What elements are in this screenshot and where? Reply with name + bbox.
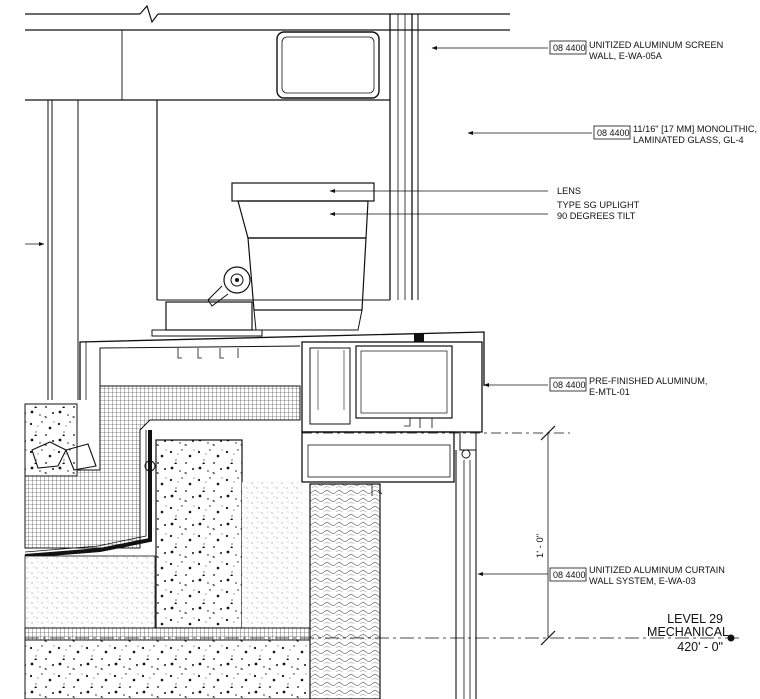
leaders [329,46,592,576]
masonry-section [24,385,383,699]
sill-coping [79,331,485,483]
level-tag: LEVEL 29 MECHANICAL 420' - 0" [647,612,729,654]
note-line: TYPE SG UPLIGHT [557,200,640,210]
spec-tag: 08 4400 [553,570,586,580]
level-sub: MECHANICAL [647,625,729,639]
dimension-1ft [540,425,556,646]
uplight-fixture [151,182,375,337]
annotation-glass: 08 4400 11/16" [17 MM] MONOLITHIC, LAMIN… [593,124,757,145]
spec-tag: 08 4400 [553,43,586,53]
spec-tag: 08 4400 [553,380,586,390]
screen-wall [25,4,510,400]
note-line: LENS [557,186,581,196]
note-line: E-MTL-01 [589,387,630,397]
level-datum [25,432,740,642]
note-line: 11/16" [17 MM] MONOLITHIC, [633,124,757,134]
spec-tag: 08 4400 [597,128,630,138]
note-line: WALL SYSTEM, E-WA-03 [589,576,696,586]
note-line: UNITIZED ALUMINUM SCREEN [589,40,723,50]
dimension-label: 1' - 0" [535,534,546,558]
annotation-uplight: TYPE SG UPLIGHT 90 DEGREES TILT [557,200,640,221]
note-line: WALL, E-WA-05A [589,51,663,61]
note-line: 90 DEGREES TILT [557,211,636,221]
note-line: PRE-FINISHED ALUMINUM, [589,376,707,386]
annotation-aluminum: 08 4400 PRE-FINISHED ALUMINUM, E-MTL-01 [549,376,707,397]
note-line: LAMINATED GLASS, GL-4 [633,135,744,145]
level-elevation: 420' - 0" [677,640,723,654]
note-line: UNITIZED ALUMINUM CURTAIN [589,565,725,575]
level-name: LEVEL 29 [667,612,723,626]
annotation-screen-wall: 08 4400 UNITIZED ALUMINUM SCREEN WALL, E… [549,40,723,61]
annotation-lens: LENS [557,186,581,196]
curtain-wall [455,450,477,699]
annotation-curtain-wall: 08 4400 UNITIZED ALUMINUM CURTAIN WALL S… [549,565,725,586]
